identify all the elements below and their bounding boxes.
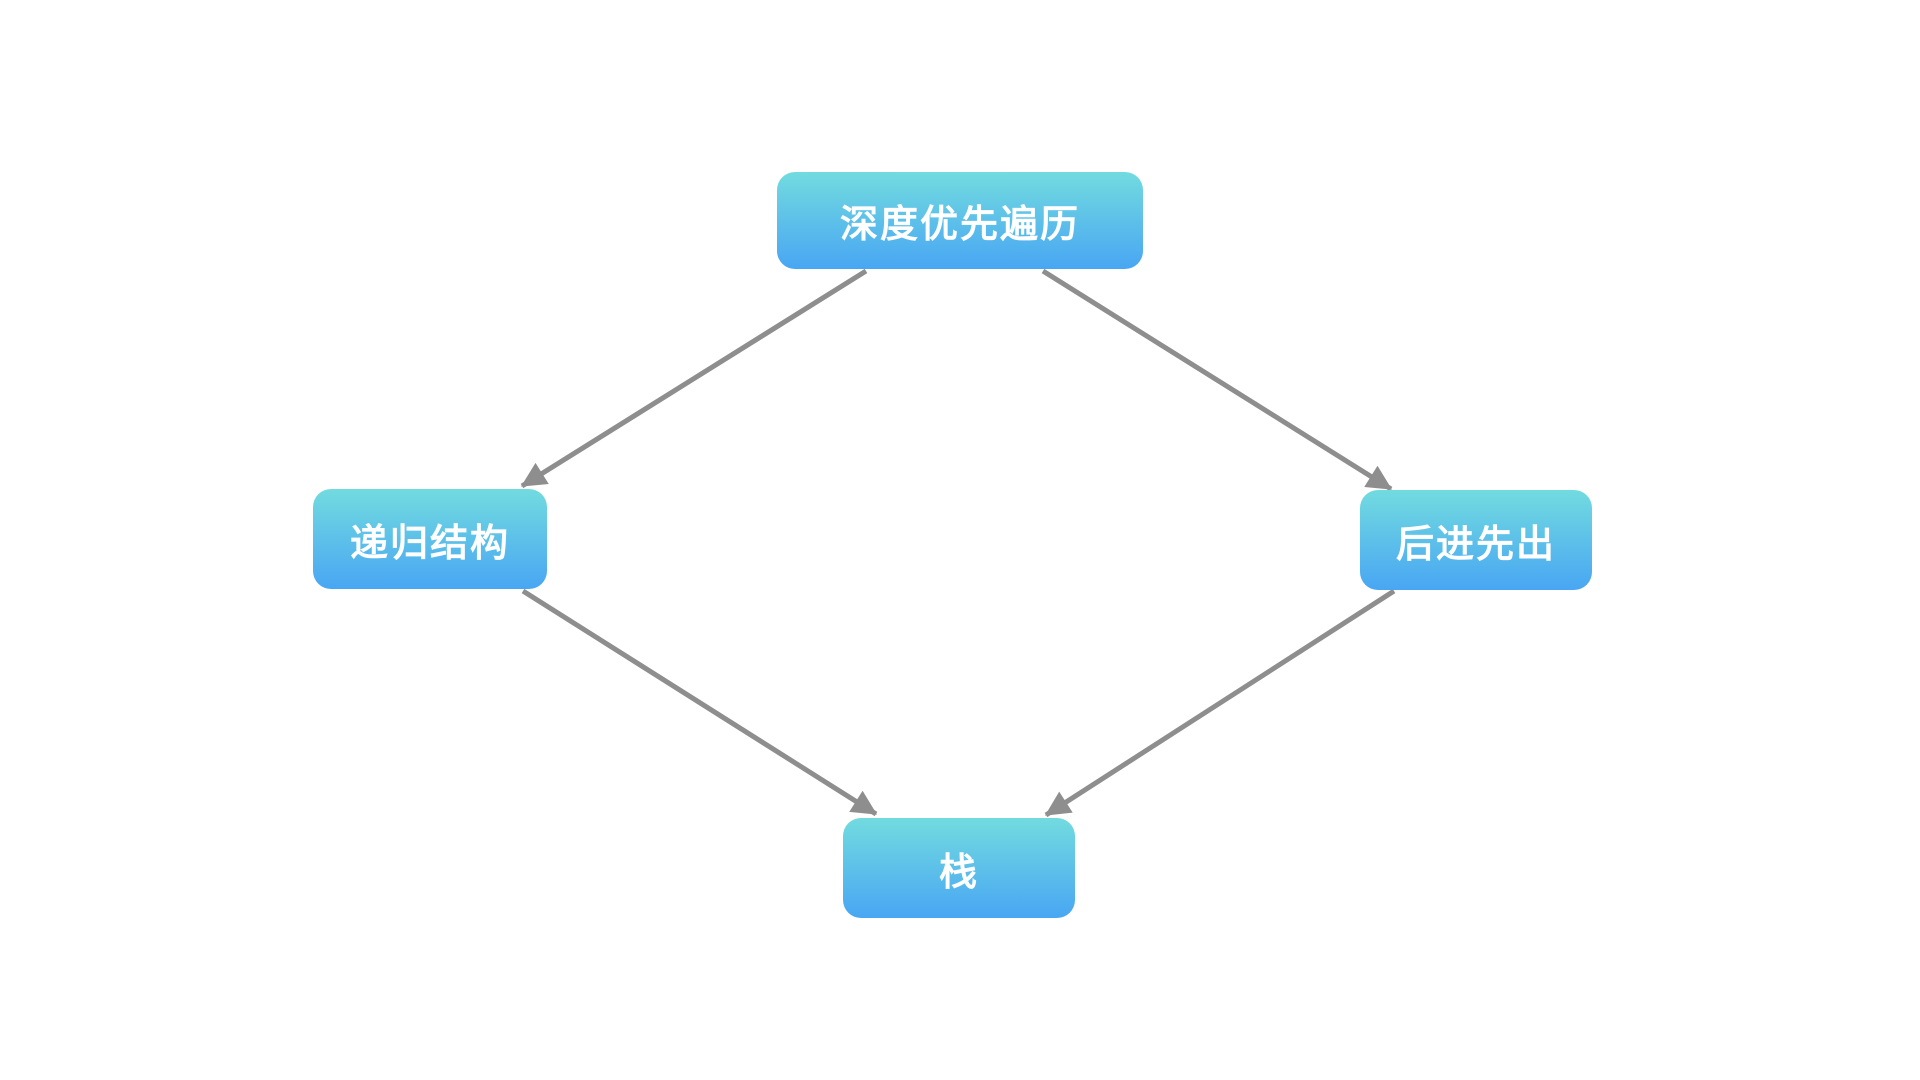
edge-root-to-right [1041,268,1393,492]
node-recursive-structure[interactable]: 递归结构 [313,489,547,589]
node-recursive-structure-label: 递归结构 [349,522,510,565]
node-stack[interactable]: 栈 [843,818,1075,918]
node-depth-first-traversal-label: 深度优先遍历 [839,204,1080,246]
edge-root-to-left [520,268,868,489]
edge-left-to-bottom [521,588,878,817]
node-last-in-first-out[interactable]: 后进先出 [1360,490,1592,590]
node-depth-first-traversal[interactable]: 深度优先遍历 [777,172,1143,269]
edge-right-to-bottom [1044,588,1396,818]
node-stack-label: 栈 [938,851,979,894]
node-last-in-first-out-label: 后进先出 [1395,523,1556,566]
